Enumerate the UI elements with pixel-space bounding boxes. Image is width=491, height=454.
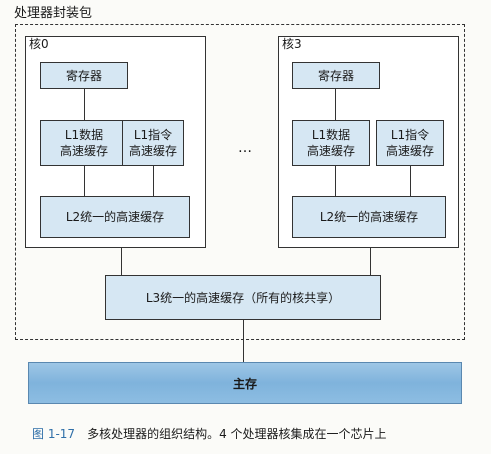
core-3-l1d-l2-link	[335, 166, 336, 196]
core-0-l1i-l2-link	[153, 166, 154, 196]
core-3-reg-l1d-link	[335, 88, 336, 120]
figure-caption: 图 1-17 多核处理器的组织结构。4 个处理器核集成在一个芯片上	[32, 426, 387, 442]
l3-shared-cache: L3统一的高速缓存（所有的核共享）	[105, 275, 381, 320]
more-cores-ellipsis: …	[238, 140, 253, 156]
main-memory: 主存	[28, 362, 462, 404]
core-0-l1-instruction-cache: L1指令高速缓存	[122, 120, 184, 166]
processor-package	[15, 24, 465, 340]
core-3-registers: 寄存器	[292, 62, 380, 89]
figure-number: 图 1-17	[32, 427, 76, 441]
core-3-l1-instruction-cache: L1指令高速缓存	[376, 120, 444, 166]
core-3-l1i-l2-link	[410, 166, 411, 196]
caption-text: 多核处理器的组织结构。4 个处理器核集成在一个芯片上	[87, 427, 387, 441]
core-3-l2-cache: L2统一的高速缓存	[292, 196, 446, 238]
core-3-l1-data-cache: L1数据高速缓存	[292, 120, 370, 166]
core-0-l1-data-cache: L1数据高速缓存	[40, 120, 128, 166]
core-0-l1d-l2-link	[84, 166, 85, 196]
core-0-label: 核0	[29, 37, 49, 51]
core-0-registers: 寄存器	[40, 62, 128, 89]
package-label: 处理器封装包	[14, 6, 93, 21]
core-0-l2-cache: L2统一的高速缓存	[40, 196, 190, 238]
core-3-label: 核3	[282, 37, 302, 51]
core-0-l3-link	[121, 248, 122, 275]
l3-memory-link	[243, 320, 244, 362]
core-0-reg-l1d-link	[84, 88, 85, 120]
core-3-l3-link	[370, 248, 371, 275]
